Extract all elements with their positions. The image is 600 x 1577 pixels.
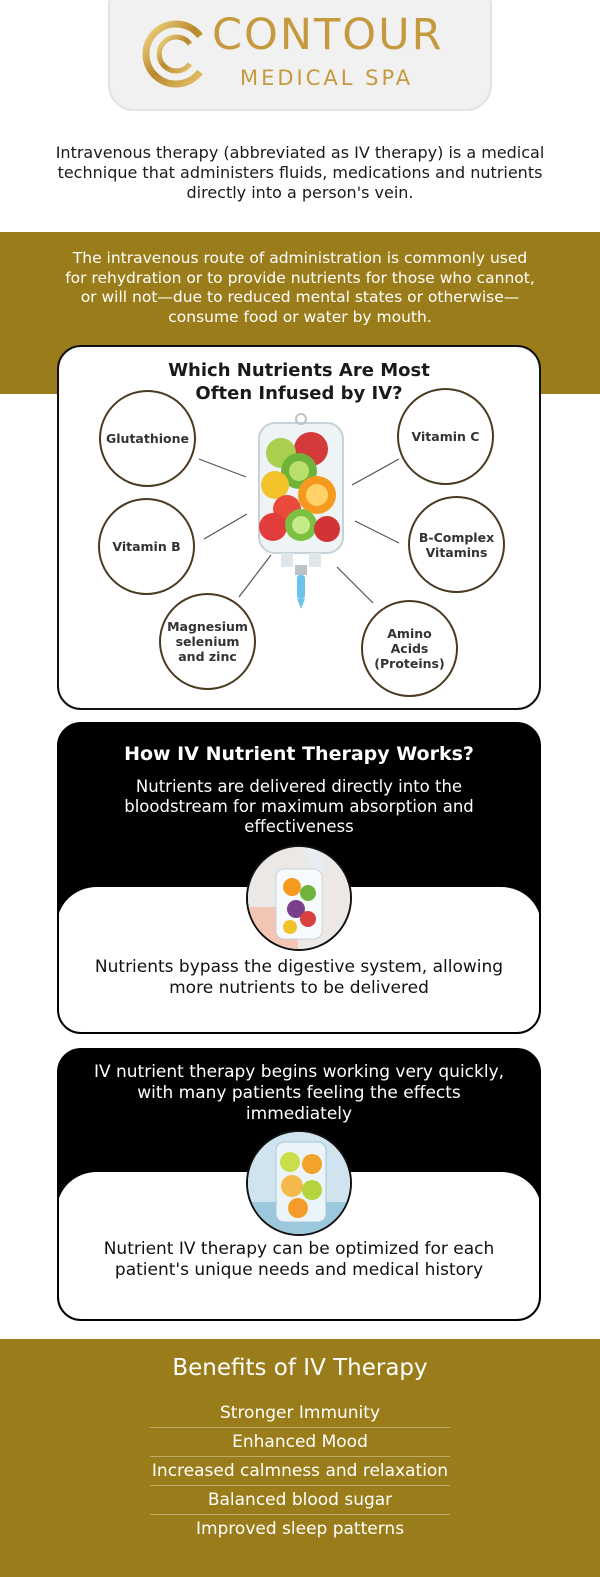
benefit-item: Stronger Immunity xyxy=(150,1399,450,1428)
benefits-list: Stronger Immunity Enhanced Mood Increase… xyxy=(150,1399,450,1544)
benefit-item: Improved sleep patterns xyxy=(195,1519,405,1539)
nutrient-glutathione: Glutathione xyxy=(99,390,196,487)
citrus-iv-bag-photo xyxy=(246,1130,352,1236)
connector-lines xyxy=(198,458,400,604)
intro-text: Intravenous therapy (abbreviated as IV t… xyxy=(55,143,545,202)
nutrient-vitamin-c: Vitamin C xyxy=(397,388,494,485)
benefit-item: Enhanced Mood xyxy=(150,1428,450,1457)
nutrient-magnesium-selenium-zinc: Magnesium selenium and zinc xyxy=(159,593,256,690)
nutrients-card: Which Nutrients Are Most Often Infused b… xyxy=(57,345,541,710)
brand-name: CONTOUR xyxy=(212,10,444,60)
nutrient-amino-acids: Amino Acids (Proteins) xyxy=(361,600,458,697)
optimized-text: Nutrient IV therapy can be optimized for… xyxy=(103,1239,495,1280)
benefits-section: Benefits of IV Therapy Stronger Immunity… xyxy=(0,1339,600,1577)
nutrient-vitamin-b: Vitamin B xyxy=(98,498,195,595)
bypass-text: Nutrients bypass the digestive system, a… xyxy=(94,957,504,998)
benefit-item: Increased calmness and relaxation xyxy=(150,1457,450,1486)
iv-bag-hand-photo xyxy=(246,845,352,951)
delivered-text: Nutrients are delivered directly into th… xyxy=(124,777,474,836)
benefits-title: Benefits of IV Therapy xyxy=(172,1355,428,1381)
contour-logo-icon xyxy=(142,20,203,88)
logo-card xyxy=(108,0,492,111)
nutrient-b-complex: B-Complex Vitamins xyxy=(408,496,505,593)
nutrients-title: Which Nutrients Are Most Often Infused b… xyxy=(168,360,430,404)
how-it-works-card: How IV Nutrient Therapy Works? Nutrients… xyxy=(57,722,541,1034)
iv-bag-fruit-icon xyxy=(258,413,344,609)
benefit-item: Balanced blood sugar xyxy=(150,1486,450,1515)
how-it-works-title: How IV Nutrient Therapy Works? xyxy=(124,743,474,765)
brand-tagline: MEDICAL SPA xyxy=(240,66,414,90)
route-description: The intravenous route of administration … xyxy=(65,249,535,326)
quick-effect-card: IV nutrient therapy begins working very … xyxy=(57,1048,541,1321)
begins-text: IV nutrient therapy begins working very … xyxy=(93,1062,505,1124)
